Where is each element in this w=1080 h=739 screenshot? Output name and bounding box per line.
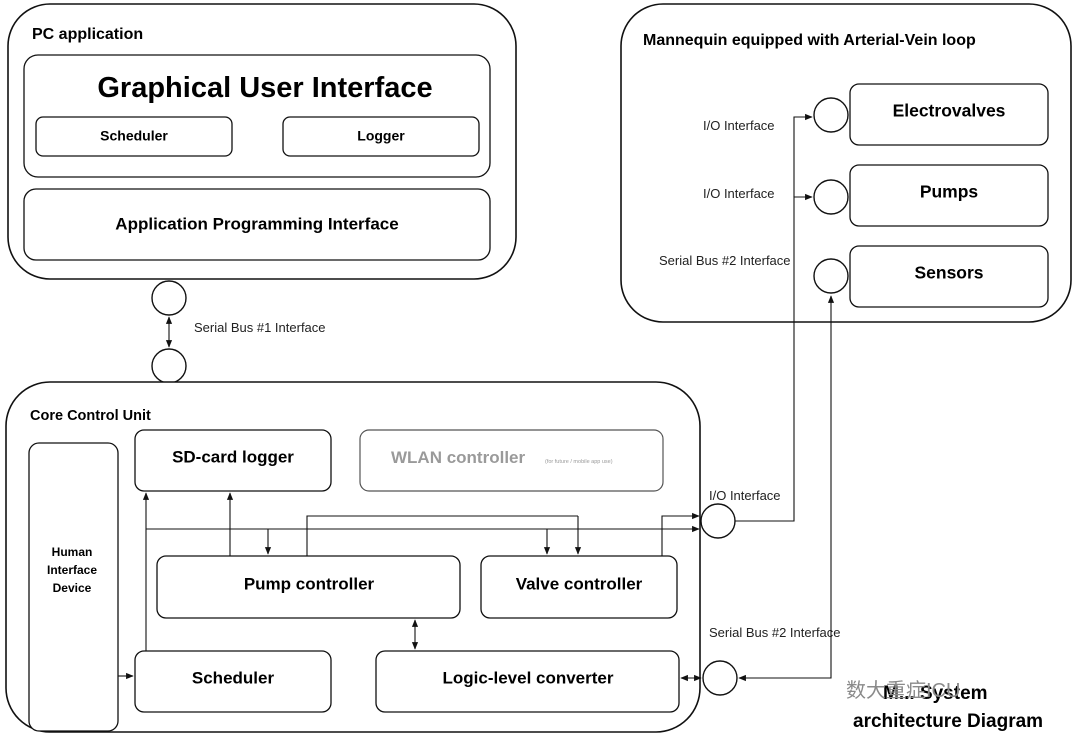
mannequin-title: Mannequin equipped with Arterial-Vein lo… [643, 32, 976, 49]
sd-card-logger-box [134, 429, 332, 492]
ccu-serial-bus-2-label: Serial Bus #2 Interface [709, 625, 841, 640]
ccu-io-port [700, 503, 736, 539]
electrovalves-io-label: I/O Interface [703, 118, 775, 133]
electrovalves-port [813, 97, 849, 133]
wlan-controller-note: (for future / mobile app use) [545, 459, 613, 465]
watermark: 数大重症ICU [846, 679, 960, 702]
api-box [23, 188, 491, 261]
hid-label-line-1: Human [52, 545, 93, 559]
api-label: Application Programming Interface [115, 214, 398, 233]
serial-bus-2-to-sensors-arrow [738, 295, 835, 682]
serial-bus-1-port-bottom [151, 348, 187, 384]
gui-scheduler-label: Scheduler [100, 128, 168, 144]
hid-box [28, 442, 119, 732]
scheduler-label: Scheduler [192, 668, 275, 687]
valve-to-io-arrow [661, 512, 700, 556]
gui-logger-label: Logger [357, 128, 405, 144]
pumps-io-label: I/O Interface [703, 186, 775, 201]
pumps-label: Pumps [920, 182, 979, 202]
pumps-port [813, 179, 849, 215]
ccu-io-label: I/O Interface [709, 488, 781, 503]
pc-application-title: PC application [32, 26, 143, 43]
electrovalves-label: Electrovalves [893, 101, 1006, 121]
gui-scheduler-box [35, 116, 233, 157]
external-links: I/O Interface Serial Bus #2 Interface [680, 113, 841, 696]
io-to-electrovalves-arrow [793, 113, 813, 197]
logic-level-converter-box [375, 650, 680, 713]
sensors-label: Sensors [914, 263, 983, 283]
gui-logger-box [282, 116, 480, 157]
valve-controller-label: Valve controller [516, 574, 643, 593]
serial-bus-1-port-top [151, 280, 187, 316]
serial-bus-1-label: Serial Bus #1 Interface [194, 320, 326, 335]
sensors-serial-label: Serial Bus #2 Interface [659, 253, 791, 268]
serial-bus-1-link: Serial Bus #1 Interface [151, 280, 326, 384]
pump-controller-label: Pump controller [244, 574, 375, 593]
caption: M... System architecture Diagram 数大重症ICU [846, 679, 1043, 732]
pumps-box [849, 164, 1049, 227]
wlan-controller-label: WLAN controller [391, 448, 525, 467]
gui-title: Graphical User Interface [97, 72, 432, 104]
sd-card-logger-label: SD-card logger [172, 447, 294, 466]
wlan-controller-box [359, 429, 664, 492]
pump-controller-box [156, 555, 461, 619]
caption-line-1: M... System [883, 683, 988, 704]
valve-controller-box [480, 555, 678, 619]
sensors-port [813, 258, 849, 294]
mannequin-group: Mannequin equipped with Arterial-Vein lo… [620, 3, 1072, 323]
pc-application-group: PC application Graphical User Interface … [7, 3, 517, 280]
logic-level-converter-label: Logic-level converter [442, 668, 613, 687]
hid-label-line-2: Interface [47, 563, 97, 577]
electrovalves-box [849, 83, 1049, 146]
ccu-serial-bus-2-port [702, 660, 738, 696]
hid-label-line-3: Device [53, 581, 92, 595]
sensors-box [849, 245, 1049, 308]
scheduler-box [134, 650, 332, 713]
pump-bus-line [306, 515, 578, 556]
core-control-unit-title: Core Control Unit [30, 408, 151, 424]
core-control-unit-group: Core Control Unit SD-card logger WLAN co… [5, 381, 701, 733]
caption-line-2: architecture Diagram [853, 711, 1043, 732]
